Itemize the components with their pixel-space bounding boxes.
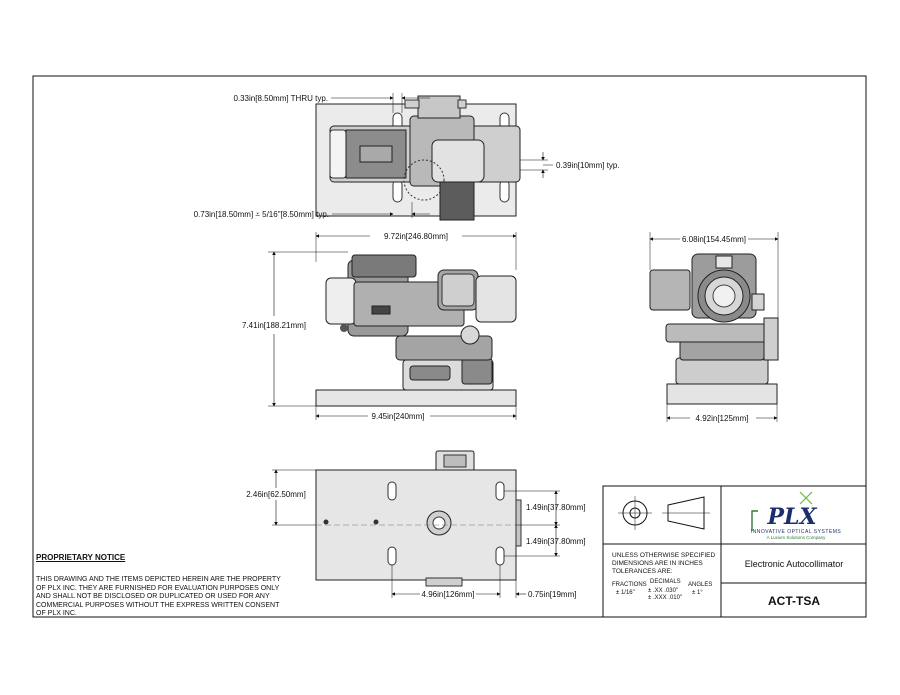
height-label: 7.41in[188.21mm] (242, 321, 306, 330)
drawing-border (32, 75, 867, 618)
top-view (315, 95, 521, 221)
counterbore-label: 0.73in[18.50mm] ⩡ 5/16"[8.50mm] typ. (194, 210, 329, 219)
bottom-view-dimensions (272, 469, 560, 598)
front-view (315, 254, 517, 407)
front-view-dimensions (268, 232, 517, 420)
angles-value: ± 1° (692, 590, 703, 596)
slot-offset-bottom-label: 1.49in[37.80mm] (526, 537, 586, 546)
decimals-label: DECIMALS (650, 579, 681, 585)
proprietary-notice-body: THIS DRAWING AND THE ITEMS DEPICTED HERE… (36, 576, 281, 617)
product-name: Electronic Autocollimator (745, 559, 844, 569)
slot-spacing-label: 4.96in[126mm] (422, 590, 475, 599)
fractions-value: ± 1/16" (616, 590, 635, 596)
company-subtag: A Luxium Solutions Company (767, 535, 827, 540)
overall-width-label: 6.08in[154.45mm] (682, 235, 746, 244)
tolerance-note-2: DIMENSIONS ARE IN INCHES (612, 560, 703, 567)
base-width-label: 4.92in[125mm] (696, 414, 749, 423)
bottom-view (315, 450, 522, 587)
side-view (649, 253, 779, 405)
base-length-label: 9.45in[240mm] (372, 412, 425, 421)
side-view-dimensions (649, 232, 779, 422)
logo-text: PLX (766, 504, 817, 530)
edge-offset-label: 0.75in[19mm] (528, 590, 576, 599)
proprietary-notice: PROPRIETARY NOTICE THIS DRAWING AND THE … (36, 553, 286, 619)
angles-label: ANGLES (688, 582, 712, 588)
base-depth-label: 2.46in[62.50mm] (246, 490, 306, 499)
projection-cone (667, 496, 705, 530)
top-view-dimensions (331, 93, 553, 218)
decimals-xxx: ± .XXX .010" (648, 595, 682, 601)
title-block (602, 485, 867, 618)
fractions-label: FRACTIONS (612, 582, 647, 588)
slot-width-label: 0.39in[10mm] typ. (556, 161, 620, 170)
company-tagline: INNOVATIVE OPTICAL SYSTEMS (751, 529, 842, 535)
overall-length-label: 9.72in[246.80mm] (384, 232, 448, 241)
company-logo: PLX (751, 491, 817, 531)
decimals-xx: ± .XX .030" (648, 588, 678, 594)
part-number: ACT-TSA (768, 594, 820, 608)
tolerance-note-1: UNLESS OTHERWISE SPECIFIED (612, 552, 715, 559)
slot-offset-top-label: 1.49in[37.80mm] (526, 503, 586, 512)
tolerance-note-3: TOLERANCES ARE: (612, 568, 673, 575)
proprietary-notice-heading: PROPRIETARY NOTICE (36, 553, 126, 562)
thru-hole-label: 0.33in[8.50mm] THRU typ. (233, 94, 328, 103)
